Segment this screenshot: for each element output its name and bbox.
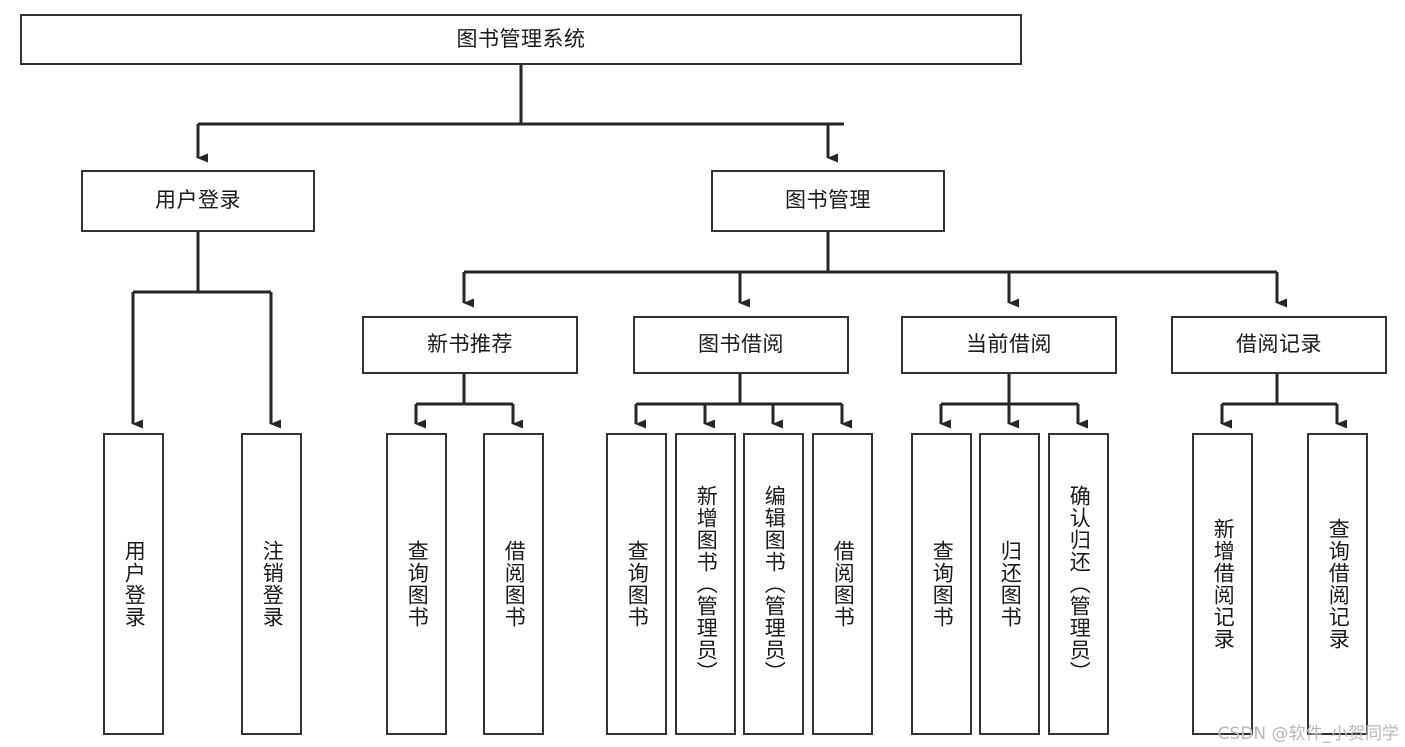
node-new-book-rec[interactable]: 新书推荐	[362, 316, 578, 374]
node-leaf-edit-book[interactable]: 编辑图书（管理员）	[743, 433, 804, 735]
node-current-borrow[interactable]: 当前借阅	[901, 316, 1117, 374]
node-user-login[interactable]: 用户登录	[81, 170, 315, 232]
node-leaf-return-book-label: 归还图书	[998, 540, 1023, 628]
node-leaf-add-record[interactable]: 新增借阅记录	[1192, 433, 1253, 735]
node-current-borrow-label: 当前借阅	[966, 332, 1052, 357]
node-leaf-borrow-book-2[interactable]: 借阅图书	[812, 433, 873, 735]
node-new-book-rec-label: 新书推荐	[427, 332, 513, 357]
node-borrow-record-label: 借阅记录	[1236, 332, 1322, 357]
node-leaf-borrow-book-2-label: 借阅图书	[831, 540, 856, 628]
node-leaf-edit-book-label: 编辑图书（管理员）	[762, 485, 787, 683]
node-leaf-confirm-return-label: 确认归还（管理员）	[1067, 485, 1092, 683]
node-leaf-user-login[interactable]: 用户登录	[103, 433, 164, 735]
node-leaf-add-record-label: 新增借阅记录	[1211, 518, 1236, 650]
node-leaf-borrow-book-1-label: 借阅图书	[502, 540, 527, 628]
node-leaf-query-book-3-label: 查询图书	[930, 540, 955, 628]
node-book-manage-label: 图书管理	[785, 188, 871, 213]
node-leaf-query-record[interactable]: 查询借阅记录	[1307, 433, 1368, 735]
node-root[interactable]: 图书管理系统	[20, 14, 1022, 65]
node-leaf-add-book-label: 新增图书（管理员）	[694, 485, 719, 683]
node-user-login-label: 用户登录	[155, 188, 241, 213]
node-leaf-confirm-return[interactable]: 确认归还（管理员）	[1048, 433, 1109, 735]
node-leaf-borrow-book-1[interactable]: 借阅图书	[483, 433, 544, 735]
node-leaf-query-book-3[interactable]: 查询图书	[911, 433, 972, 735]
node-leaf-logout[interactable]: 注销登录	[241, 433, 302, 735]
node-leaf-query-record-label: 查询借阅记录	[1326, 518, 1351, 650]
node-book-borrow[interactable]: 图书借阅	[633, 316, 849, 374]
node-root-label: 图书管理系统	[456, 26, 586, 51]
node-leaf-query-book-1-label: 查询图书	[405, 540, 430, 628]
node-leaf-query-book-1[interactable]: 查询图书	[386, 433, 447, 735]
node-leaf-return-book[interactable]: 归还图书	[979, 433, 1040, 735]
node-leaf-add-book[interactable]: 新增图书（管理员）	[675, 433, 736, 735]
node-leaf-query-book-2[interactable]: 查询图书	[606, 433, 667, 735]
node-book-manage[interactable]: 图书管理	[711, 170, 945, 232]
node-leaf-user-login-label: 用户登录	[122, 540, 147, 628]
node-leaf-logout-label: 注销登录	[260, 540, 285, 628]
node-borrow-record[interactable]: 借阅记录	[1171, 316, 1387, 374]
node-book-borrow-label: 图书借阅	[698, 332, 784, 357]
node-leaf-query-book-2-label: 查询图书	[625, 540, 650, 628]
